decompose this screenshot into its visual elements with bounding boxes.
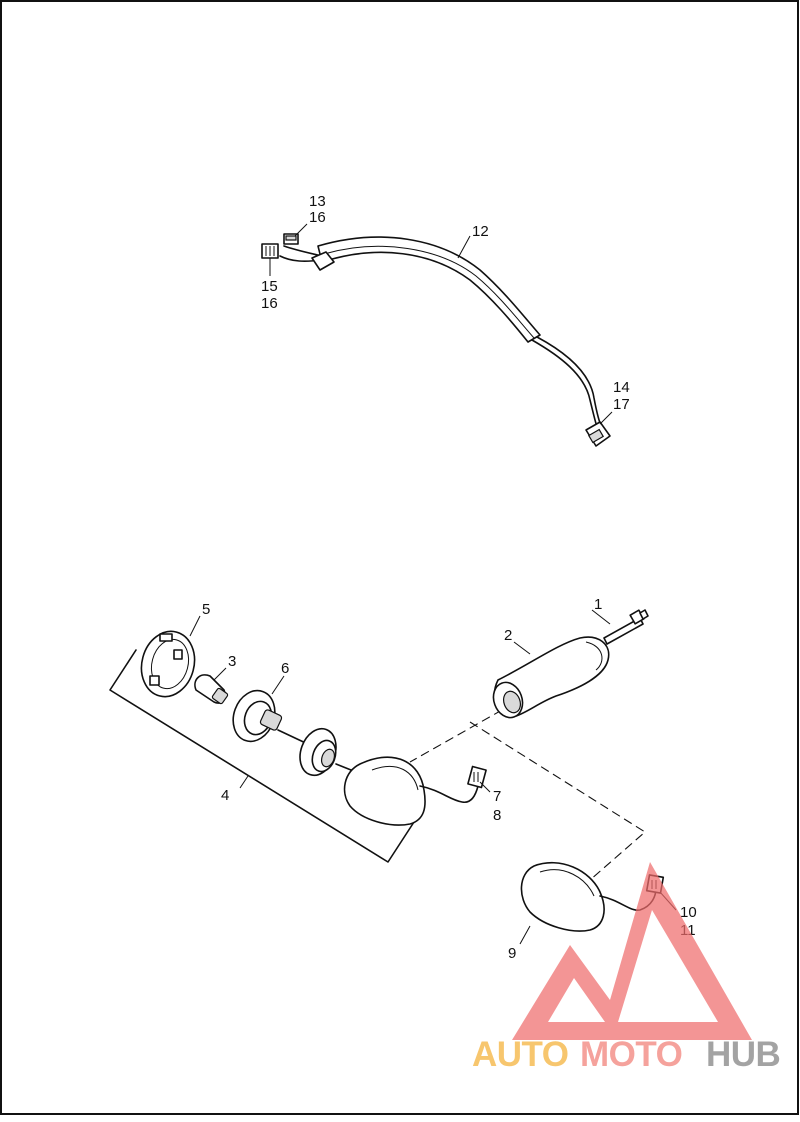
callout-17: 17 [613, 396, 630, 413]
bezel-ring-5 [140, 630, 196, 698]
callout-6: 6 [281, 660, 289, 677]
watermark-text-hub: HUB [706, 1035, 780, 1074]
conduit-edge [323, 245, 535, 339]
connector-top [283, 233, 299, 245]
harness-wire-1 [531, 339, 599, 431]
connector-left [261, 243, 279, 259]
callout-13: 13 [309, 193, 326, 210]
watermark-logo [512, 862, 752, 1040]
lens-housing [343, 756, 426, 826]
callout-4: 4 [221, 787, 229, 804]
watermark-text: AUTO MOTO HUB [472, 1035, 781, 1074]
wiring-harness-assembly [261, 233, 611, 447]
callout-15: 15 [261, 278, 278, 295]
bulb-3 [194, 674, 229, 705]
callout-3: 3 [228, 653, 236, 670]
watermark-text-auto: AUTO [472, 1035, 569, 1074]
watermark-text-moto: MOTO [580, 1035, 682, 1074]
callout-16-top: 16 [309, 209, 326, 226]
bolt-1 [603, 609, 649, 645]
grommet [299, 727, 337, 777]
connector-tab [311, 251, 335, 271]
callout-14: 14 [613, 379, 630, 396]
socket-6 [232, 689, 283, 743]
callout-labels: 13 16 12 15 16 14 17 1 2 5 3 6 4 7 8 9 1… [202, 193, 697, 962]
connector-bottom [585, 421, 611, 447]
callout-12: 12 [472, 223, 489, 240]
callout-9: 9 [508, 945, 516, 962]
callout-10: 10 [680, 904, 697, 921]
housing-2 [492, 636, 610, 719]
watermark-logo-mark [512, 862, 752, 1040]
harness-wire-2 [536, 336, 603, 429]
callout-16-bottom: 16 [261, 295, 278, 312]
lens-wire [419, 785, 479, 804]
harness-wire-3 [283, 245, 323, 257]
callout-8: 8 [493, 807, 501, 824]
alignment-dash-1 [409, 709, 503, 763]
alignment-dash-2 [469, 721, 646, 881]
upper-leader-lines [269, 223, 613, 425]
harness-conduit [317, 236, 541, 343]
assembly-bracket-4 [109, 649, 415, 863]
connector-7-8 [467, 765, 487, 789]
callout-5: 5 [202, 601, 210, 618]
callout-7: 7 [493, 788, 501, 805]
lens-9 [520, 861, 605, 932]
callout-2: 2 [504, 627, 512, 644]
callout-1: 1 [594, 596, 602, 613]
